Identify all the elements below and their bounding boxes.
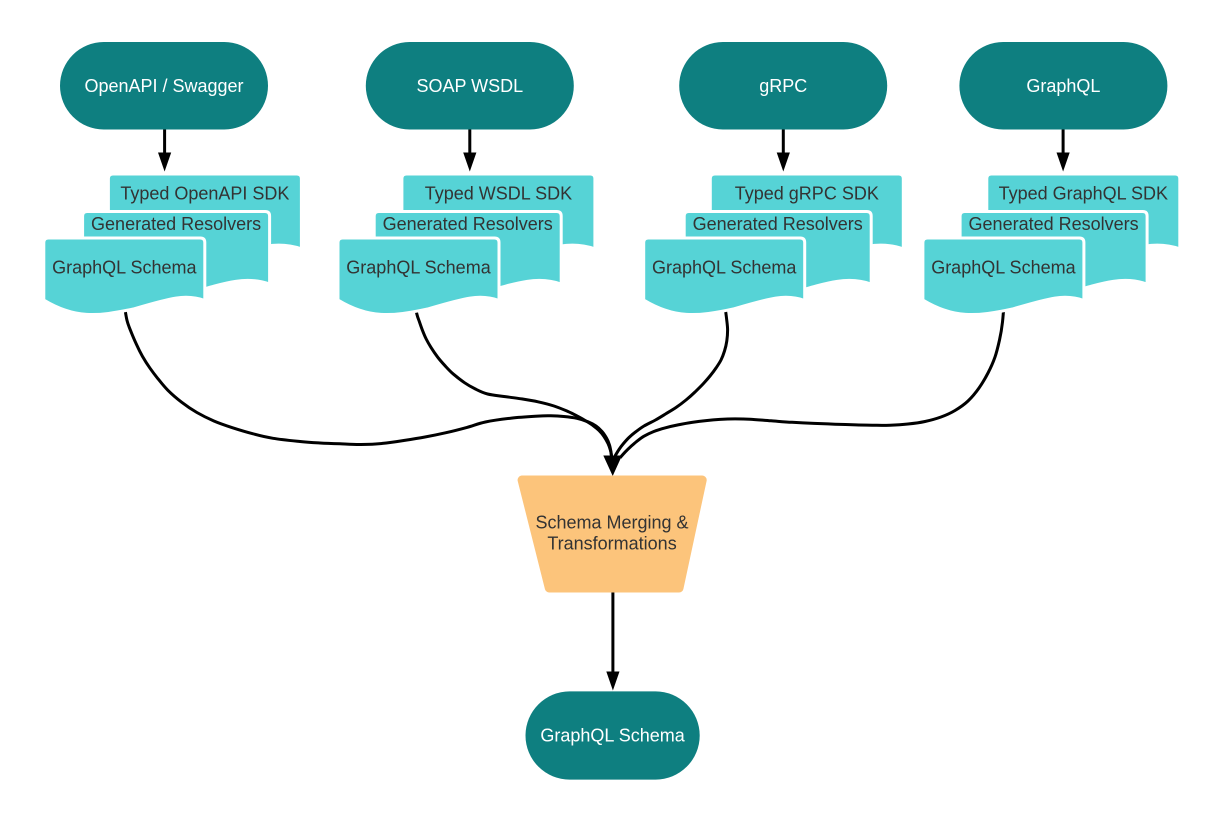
svg-text:GraphQL Schema: GraphQL Schema [52, 258, 197, 278]
svg-text:GraphQL Schema: GraphQL Schema [652, 258, 797, 278]
svg-text:Generated Resolvers: Generated Resolvers [383, 214, 553, 234]
svg-text:GraphQL Schema: GraphQL Schema [540, 726, 685, 746]
svg-text:GraphQL: GraphQL [1026, 76, 1100, 96]
svg-text:Typed GraphQL SDK: Typed GraphQL SDK [999, 184, 1168, 204]
svg-text:GraphQL Schema: GraphQL Schema [346, 258, 491, 278]
svg-text:OpenAPI / Swagger: OpenAPI / Swagger [84, 76, 243, 96]
svg-text:Schema Merging &: Schema Merging & [535, 513, 688, 533]
svg-text:GraphQL Schema: GraphQL Schema [931, 258, 1076, 278]
svg-text:Typed OpenAPI SDK: Typed OpenAPI SDK [120, 184, 289, 204]
svg-text:Transformations: Transformations [547, 534, 676, 554]
svg-text:Typed WSDL SDK: Typed WSDL SDK [425, 184, 572, 204]
svg-text:Generated Resolvers: Generated Resolvers [91, 214, 261, 234]
svg-text:Generated Resolvers: Generated Resolvers [969, 214, 1139, 234]
svg-text:SOAP WSDL: SOAP WSDL [416, 76, 523, 96]
svg-text:Generated Resolvers: Generated Resolvers [693, 214, 863, 234]
svg-text:gRPC: gRPC [759, 76, 807, 96]
svg-text:Typed gRPC SDK: Typed gRPC SDK [735, 184, 879, 204]
